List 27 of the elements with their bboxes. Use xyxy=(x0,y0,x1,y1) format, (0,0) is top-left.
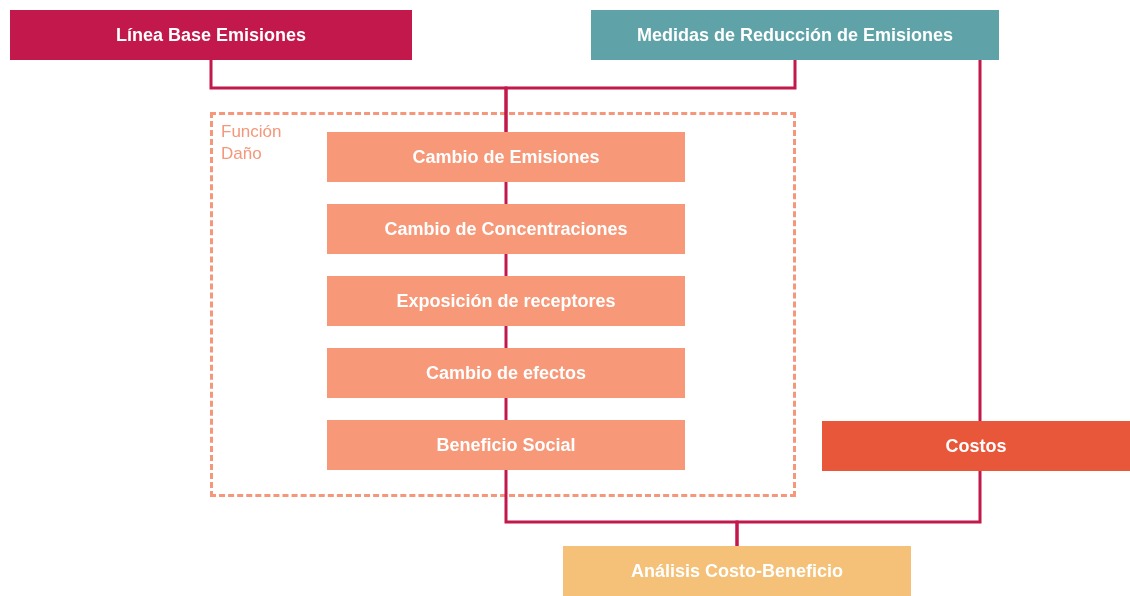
box-label: Línea Base Emisiones xyxy=(115,24,307,46)
connector-line xyxy=(978,60,982,421)
box-label: Beneficio Social xyxy=(436,434,576,456)
connector-line xyxy=(504,60,797,132)
box-label: Análisis Costo-Beneficio xyxy=(630,560,843,582)
box-label: Medidas de Reducción de Emisiones xyxy=(636,24,954,46)
connector-line xyxy=(735,471,982,546)
process-box xyxy=(822,421,1130,471)
process-box xyxy=(327,348,685,398)
process-box xyxy=(591,10,999,60)
connector-line xyxy=(504,254,508,276)
box-label: Cambio de Emisiones xyxy=(412,146,600,168)
box-label: Costos xyxy=(945,435,1007,457)
process-box xyxy=(327,276,685,326)
connector-line xyxy=(504,398,508,420)
box-label: Cambio de efectos xyxy=(425,362,586,384)
dashed-group-box xyxy=(210,112,796,497)
process-box xyxy=(327,132,685,182)
connector-line xyxy=(504,326,508,348)
process-box xyxy=(327,204,685,254)
process-box xyxy=(327,420,685,470)
process-box xyxy=(563,546,911,596)
group-title: Función Daño xyxy=(221,121,283,166)
box-label: Exposición de receptores xyxy=(396,290,616,312)
process-box xyxy=(10,10,412,60)
connector-line xyxy=(504,182,508,204)
box-label: Cambio de Concentraciones xyxy=(384,218,628,240)
